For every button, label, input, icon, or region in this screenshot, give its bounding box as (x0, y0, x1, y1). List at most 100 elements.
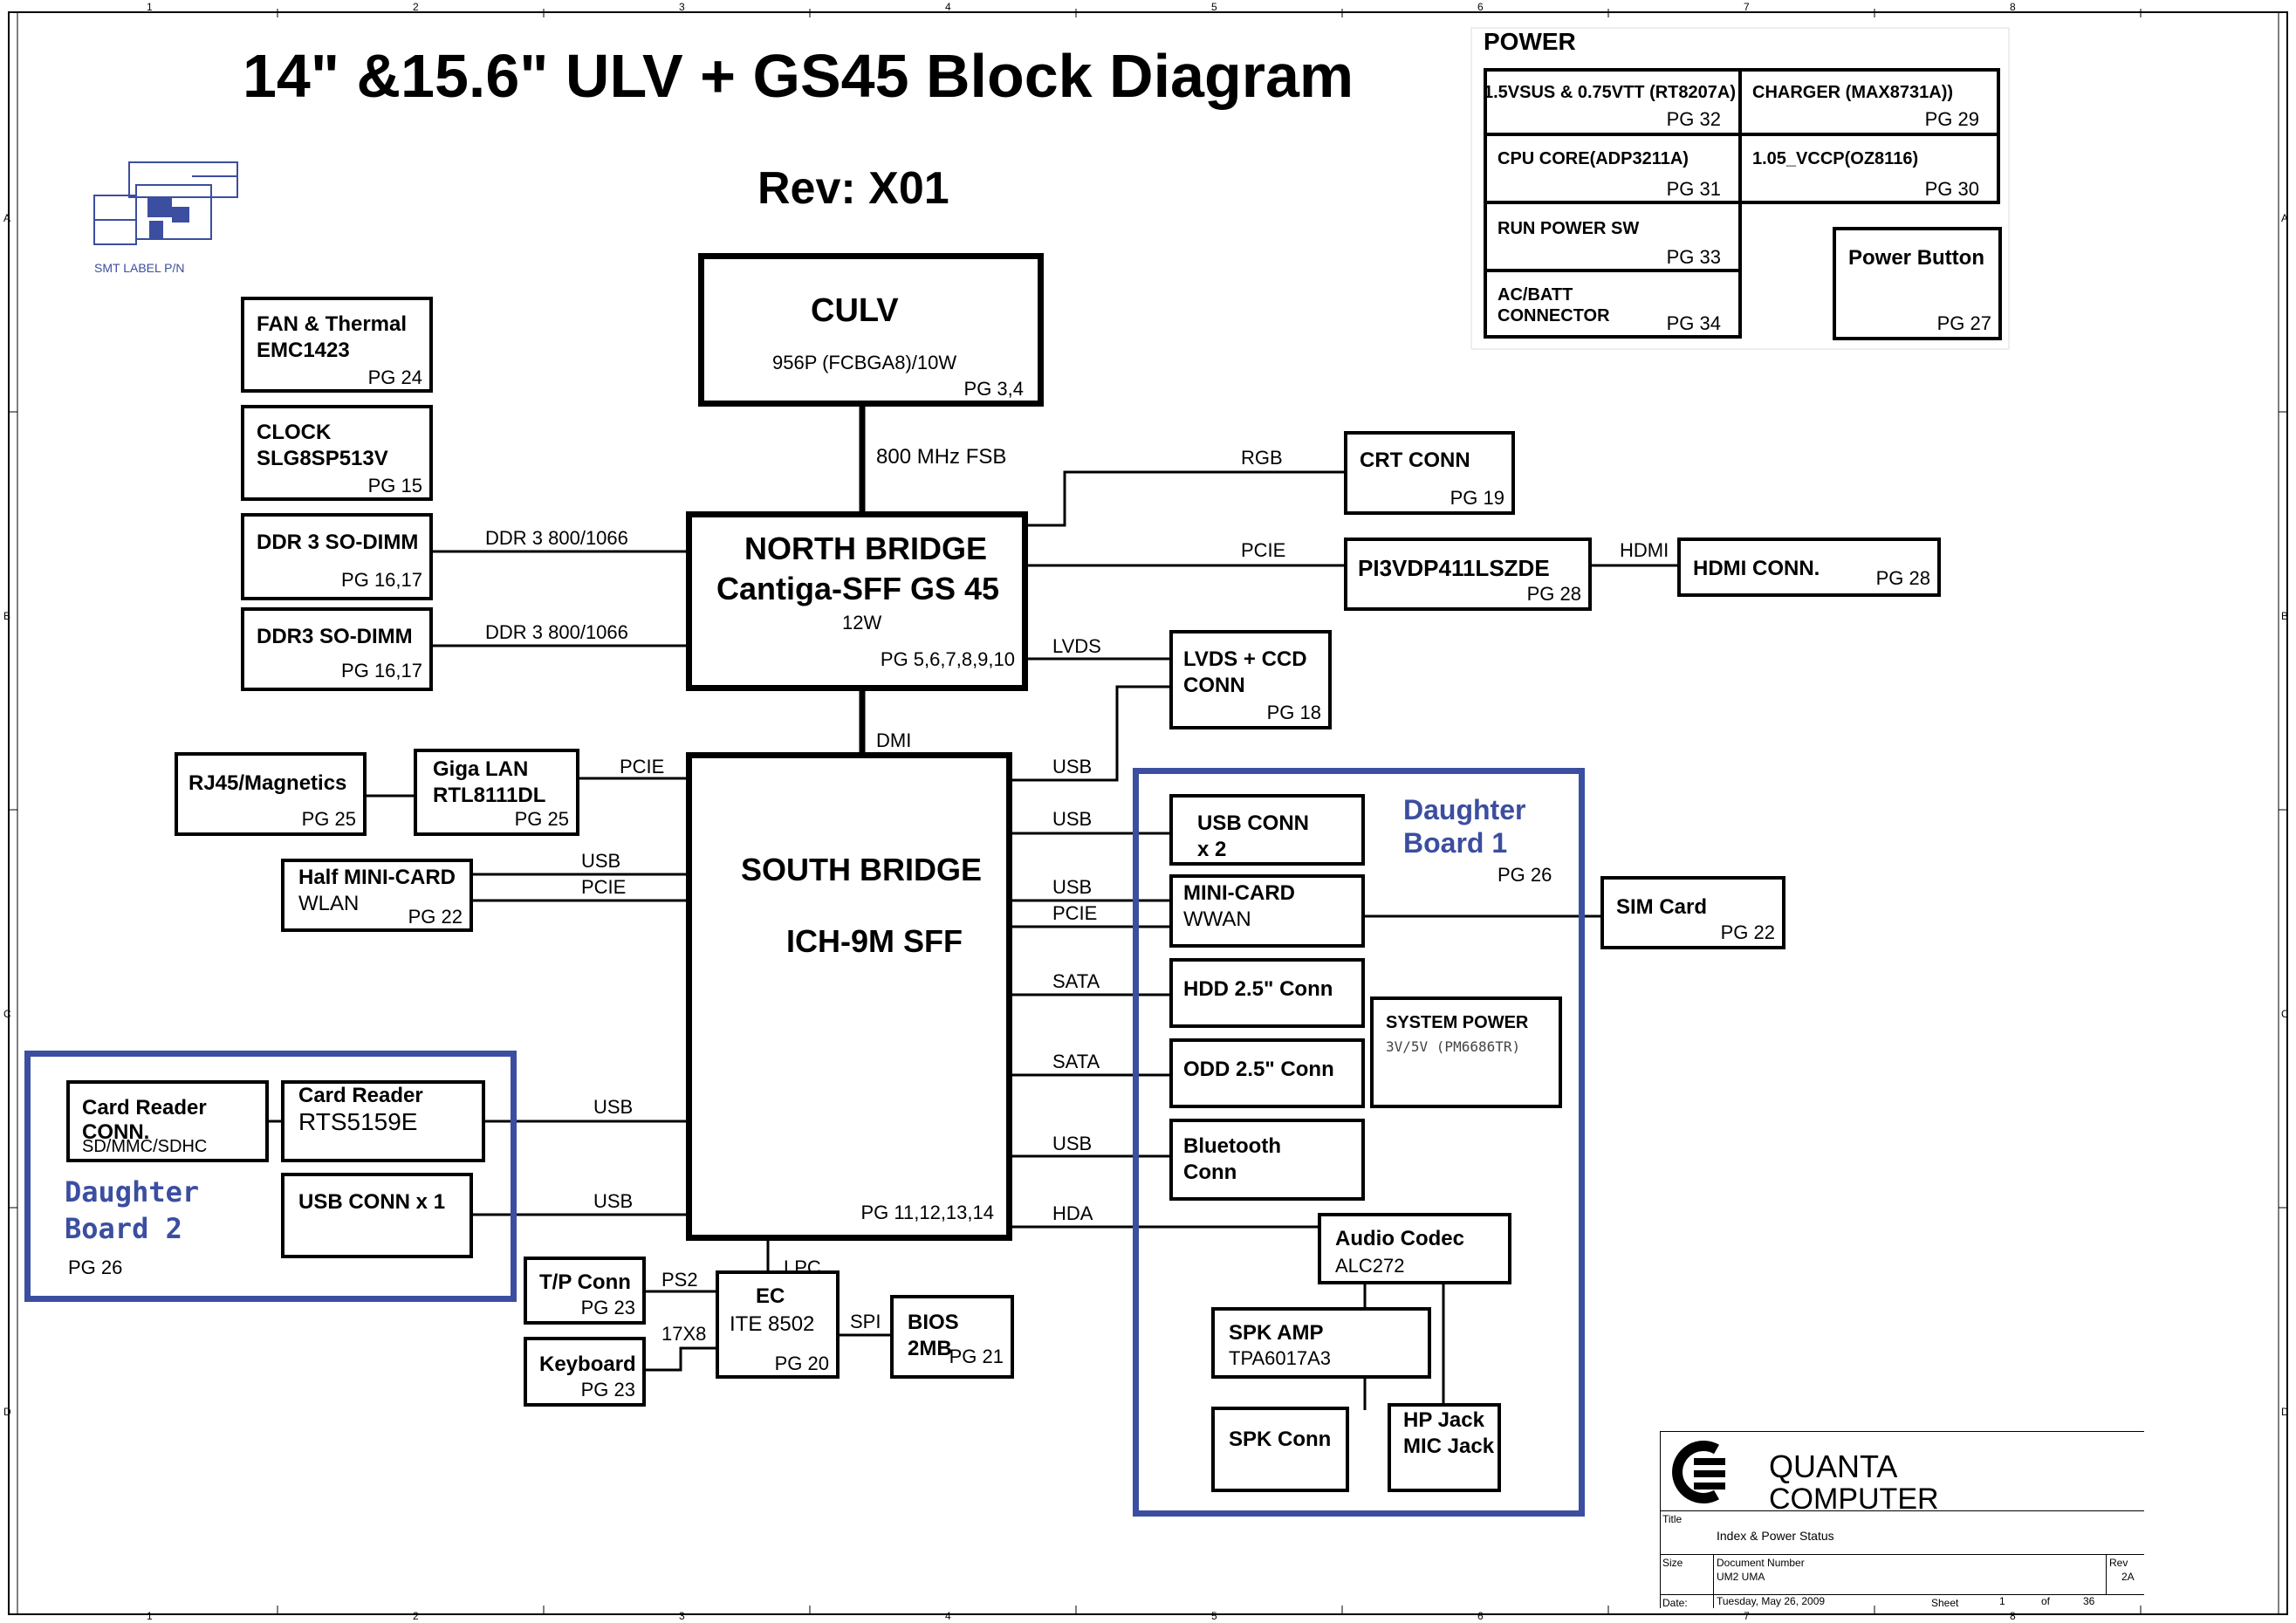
card-reader-conn-formats: SD/MMC/SDHC (82, 1137, 208, 1156)
wwan-minicard-label: MINI-CARD (1183, 881, 1295, 905)
north-bridge-part: Cantiga-SFF GS 45 (716, 571, 1000, 606)
title-field-label: Title (1662, 1513, 1683, 1525)
spk-conn-label: SPK Conn (1229, 1428, 1332, 1451)
keyboard-page: PG 23 (580, 1379, 635, 1400)
rev-field-label: Rev (2109, 1557, 2128, 1569)
lvds-ccd-conn-block: LVDS + CCD CONN PG 18 (1169, 630, 1332, 729)
link-hdmi: HDMI (1620, 539, 1669, 561)
culv-name: CULV (811, 292, 899, 329)
power-cpu-core-label: CPU CORE(ADP3211A) (1498, 149, 1689, 168)
frame-col-8: 8 (2010, 1, 2016, 13)
daughter-board-2-label2: Board 2 (65, 1212, 182, 1245)
touchpad-conn-block: T/P Conn PG 23 (524, 1257, 646, 1325)
rev-field-value: 2A (2121, 1571, 2135, 1583)
north-bridge-title: NORTH BRIDGE (744, 531, 987, 566)
power-button-block: Power Button PG 27 (1833, 227, 2002, 340)
power-charger-block: CHARGER (MAX8731A)) PG 29 (1738, 68, 2000, 136)
frame-col-4-bottom: 4 (945, 1610, 951, 1622)
giga-lan-part: RTL8111DL (433, 784, 546, 807)
link-ddr-a: DDR 3 800/1066 (485, 527, 628, 549)
card-reader-block: Card Reader RTS5159E (281, 1080, 485, 1162)
sheet-of-label: of (2041, 1595, 2051, 1607)
keyboard-label: Keyboard (539, 1352, 636, 1376)
link-lpc: LPC (784, 1257, 821, 1278)
south-bridge-part: ICH-9M SFF (786, 923, 963, 959)
frame-col-5: 5 (1211, 1, 1217, 13)
docnum-field-value: UM2 UMA (1717, 1571, 1765, 1583)
fan-thermal-label: FAN & Thermal (257, 312, 408, 336)
usb-conn-x1-block: USB CONN x 1 (281, 1173, 473, 1258)
lvds-ccd-label: LVDS + CCD (1183, 647, 1307, 671)
frame-col-7: 7 (1744, 1, 1750, 13)
sheet-field-label: Sheet (1931, 1597, 1959, 1609)
power-acbatt-block: AC/BATT CONNECTOR PG 34 (1484, 269, 1742, 339)
card-reader-part: RTS5159E (298, 1108, 418, 1135)
power-vsus-block: 1.5VSUS & 0.75VTT (RT8207A) PG 32 (1484, 68, 1742, 136)
frame-col-1-bottom: 1 (147, 1610, 153, 1622)
power-vsus-page: PG 32 (1666, 108, 1721, 130)
link-pcie-lan: PCIE (620, 756, 665, 777)
smt-label-text: SMT LABEL P/N (94, 261, 185, 275)
pi3vdp411-label: PI3VDP411LSZDE (1358, 555, 1550, 581)
giga-lan-page: PG 25 (514, 808, 569, 830)
smt-label-icon (93, 161, 238, 245)
fan-thermal-page: PG 24 (367, 366, 422, 388)
link-hda: HDA (1052, 1202, 1093, 1224)
link-ddr-b: DDR 3 800/1066 (485, 621, 628, 643)
system-power-part: 3V/5V (PM6686TR) (1386, 1038, 1521, 1055)
spk-conn-block: SPK Conn (1211, 1407, 1349, 1492)
giga-lan-block: Giga LAN RTL8111DL PG 25 (414, 749, 579, 836)
usb-conn-x2-block: USB CONN x 2 (1169, 794, 1365, 866)
link-rgb: RGB (1241, 447, 1283, 469)
clock-block: CLOCK SLG8SP513V PG 15 (241, 405, 433, 501)
power-charger-label: CHARGER (MAX8731A)) (1752, 83, 1954, 102)
audio-codec-label: Audio Codec (1335, 1227, 1464, 1250)
fan-thermal-part: EMC1423 (257, 339, 350, 362)
sheet-field-value: 1 (1999, 1595, 2005, 1607)
power-acbatt-label2: CONNECTOR (1498, 306, 1610, 325)
ddr3-sodimm-1-block: DDR 3 SO-DIMM PG 16,17 (241, 513, 433, 600)
bios-size: 2MB (908, 1337, 952, 1360)
power-run-sw-label: RUN POWER SW (1498, 219, 1640, 238)
link-pcie-wwan: PCIE (1052, 902, 1098, 924)
audio-codec-block: Audio Codec ALC272 (1318, 1213, 1511, 1284)
date-field-label: Date: (1662, 1597, 1688, 1609)
daughter-board-2-frame (24, 1051, 517, 1302)
company-name: QUANTA (1769, 1448, 1898, 1484)
page-title: 14" &15.6" ULV + GS45 Block Diagram (243, 42, 1354, 110)
culv-page: PG 3,4 (963, 378, 1024, 400)
link-fsb: 800 MHz FSB (876, 445, 1007, 469)
wlan-minicard-block: Half MINI-CARD WLAN PG 22 (281, 859, 473, 932)
link-kb: 17X8 (661, 1323, 707, 1345)
south-bridge-title: SOUTH BRIDGE (741, 852, 983, 887)
wlan-minicard-type: WLAN (298, 892, 360, 915)
lvds-ccd-label2: CONN (1183, 674, 1245, 697)
ec-block: EC ITE 8502 PG 20 (716, 1270, 840, 1379)
pi3vdp411-page: PG 28 (1526, 583, 1581, 605)
wwan-minicard-block: MINI-CARD WWAN (1169, 874, 1365, 948)
title-field-value: Index & Power Status (1717, 1529, 1834, 1543)
power-button-label: Power Button (1848, 246, 1984, 270)
power-cpu-core-page: PG 31 (1666, 178, 1721, 200)
hdmi-conn-page: PG 28 (1875, 567, 1930, 589)
frame-row-b-right: B (2281, 610, 2289, 622)
revision-label: Rev: X01 (757, 163, 949, 214)
frame-col-4: 4 (945, 1, 951, 13)
link-sata-hdd: SATA (1052, 970, 1100, 992)
sheet-total-value: 36 (2083, 1595, 2095, 1607)
link-pcie-nb: PCIE (1241, 539, 1286, 561)
bios-block: BIOS 2MB PG 21 (890, 1295, 1014, 1379)
daughter-board-2-page: PG 26 (68, 1257, 123, 1278)
frame-col-5-bottom: 5 (1211, 1610, 1217, 1622)
bluetooth-conn-block: Bluetooth Conn (1169, 1119, 1365, 1201)
ddr3-sodimm-2-label: DDR3 SO-DIMM (257, 625, 413, 648)
frame-col-7-bottom: 7 (1744, 1610, 1750, 1622)
keyboard-block: Keyboard PG 23 (524, 1337, 646, 1407)
title-block: QUANTA COMPUTER Title Index & Power Stat… (1660, 1431, 2144, 1608)
ec-label: EC (756, 1284, 785, 1308)
bluetooth-conn-label: Bluetooth (1183, 1134, 1281, 1158)
rj45-magnetics-page: PG 25 (301, 808, 356, 830)
daughter-board-1-label: Daughter (1403, 794, 1526, 825)
power-run-sw-page: PG 33 (1666, 246, 1721, 268)
